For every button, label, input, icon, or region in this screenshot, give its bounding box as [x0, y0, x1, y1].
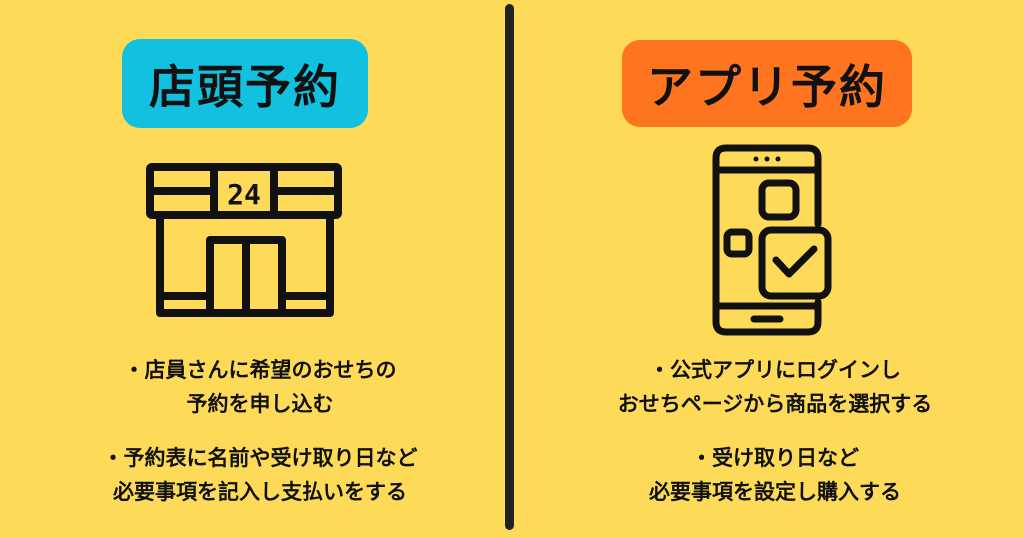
step-line: ・受け取り日など	[691, 446, 859, 470]
app-reservation-steps: ・公式アプリにログインし おせちページから商品を選択する ・受け取り日など 必要…	[545, 353, 1005, 529]
app-reservation-title-text: アプリ予約	[647, 59, 887, 114]
step-line: おせちページから商品を選択する	[617, 392, 933, 416]
step-line: 必要事項を設定し購入する	[649, 480, 901, 504]
center-divider	[505, 4, 514, 530]
store-reservation-steps: ・店員さんに希望のおせちの 予約を申し込む ・予約表に名前や受け取り日など 必要…	[30, 353, 490, 529]
app-step-2: ・受け取り日など 必要事項を設定し購入する	[545, 441, 1005, 509]
convenience-store-24-icon: 24	[146, 163, 342, 317]
store-reservation-title: 店頭予約	[122, 39, 368, 128]
step-line: ・予約表に名前や受け取り日など	[102, 446, 418, 470]
app-step-1: ・公式アプリにログインし おせちページから商品を選択する	[545, 353, 1005, 421]
step-line: ・店員さんに希望のおせちの	[123, 358, 397, 382]
store-step-2: ・予約表に名前や受け取り日など 必要事項を記入し支払いをする	[30, 441, 490, 509]
store-step-1: ・店員さんに希望のおせちの 予約を申し込む	[30, 353, 490, 421]
store-reservation-title-text: 店頭予約	[149, 59, 341, 114]
step-line: ・公式アプリにログインし	[649, 358, 901, 382]
svg-text:24: 24	[227, 178, 261, 211]
step-line: 必要事項を記入し支払いをする	[113, 480, 407, 504]
smartphone-app-check-icon	[712, 144, 832, 336]
step-line: 予約を申し込む	[186, 392, 334, 416]
app-reservation-title: アプリ予約	[622, 40, 912, 127]
